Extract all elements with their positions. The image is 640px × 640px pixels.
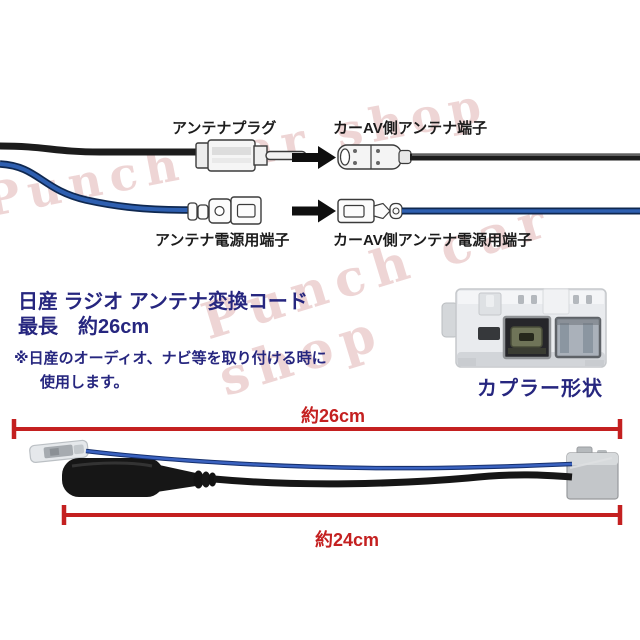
car-av-power-terminal-label: カーAV側アンテナ電源用端子 xyxy=(333,232,533,249)
dimension-lines xyxy=(11,419,623,525)
car-av-power-terminal-drawing xyxy=(337,198,403,224)
car-av-antenna-terminal-label: カーAV側アンテナ端子 xyxy=(333,120,488,137)
antenna-plug-drawing xyxy=(195,139,307,172)
coupler-caption: カプラー形状 xyxy=(477,378,603,400)
coupler-small-slot xyxy=(478,327,500,340)
car-av-antenna-jack-drawing xyxy=(337,144,412,170)
product-note-line1: ※日産のオーディオ、ナビ等を取り付ける時に xyxy=(14,350,327,367)
power-terminal-row xyxy=(0,160,640,225)
antenna-plug-row xyxy=(0,139,640,172)
power-terminal-drawing xyxy=(187,196,262,225)
product-note-line2: 使用します。 xyxy=(40,374,129,391)
blue-cable-left xyxy=(0,162,191,212)
clear-crimp-terminal xyxy=(29,439,89,463)
cable-length-label: 約24cm xyxy=(314,530,380,550)
antenna-plug-label: アンテナプラグ xyxy=(172,120,277,137)
gray-connector xyxy=(566,446,619,500)
black-cable xyxy=(213,471,573,488)
cable-photo xyxy=(29,439,619,500)
antenna-power-terminal-label: アンテナ電源用端子 xyxy=(155,232,290,249)
black-antenna-socket xyxy=(62,458,217,497)
black-cable-left xyxy=(0,142,198,156)
product-title: 日産 ラジオ アンテナ変換コード xyxy=(18,291,308,313)
blue-wire xyxy=(85,449,573,470)
overall-length-label: 約26cm xyxy=(300,406,366,426)
coupler-photo xyxy=(441,288,607,368)
arrow-right-icon xyxy=(292,199,336,223)
arrow-right-icon xyxy=(292,146,336,169)
product-max-length: 最長 約26cm xyxy=(18,316,150,338)
